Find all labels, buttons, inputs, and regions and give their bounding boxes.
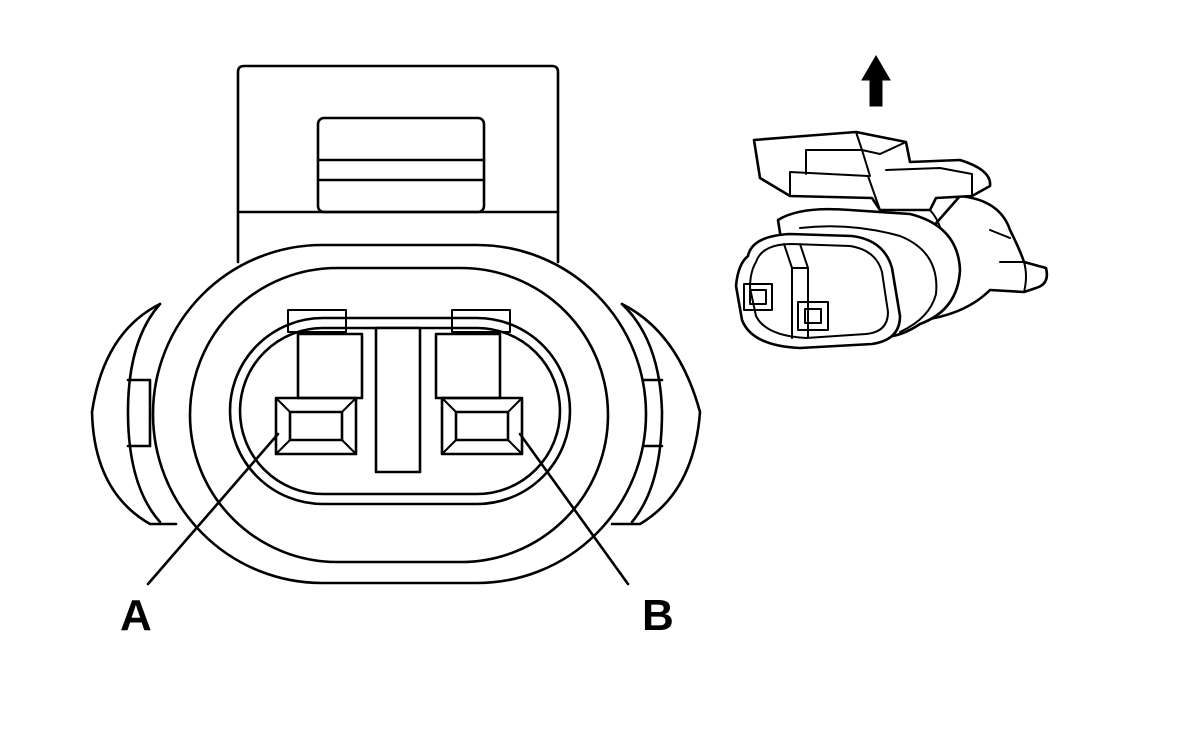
left-latch-ear [90, 302, 178, 526]
seal-ring [188, 266, 610, 564]
terminal-cavity-a [274, 332, 364, 456]
label-terminal-b: B [642, 591, 674, 640]
left-guide-stub [287, 309, 347, 333]
terminal-cavity-b [434, 332, 524, 456]
lock-tab [236, 64, 560, 264]
label-terminal-a: A [120, 591, 152, 640]
connector-face-view: A B [90, 64, 702, 640]
center-divider [374, 326, 422, 474]
right-guide-stub [451, 309, 511, 333]
connector-isometric-view [734, 55, 1049, 350]
leader-line-a [146, 432, 280, 586]
arrow-up-icon [861, 55, 891, 107]
cavity-outer-rim [228, 316, 572, 506]
mini-terminal-b [797, 301, 829, 331]
mini-terminal-a [743, 283, 773, 311]
leader-line-b [518, 432, 630, 586]
